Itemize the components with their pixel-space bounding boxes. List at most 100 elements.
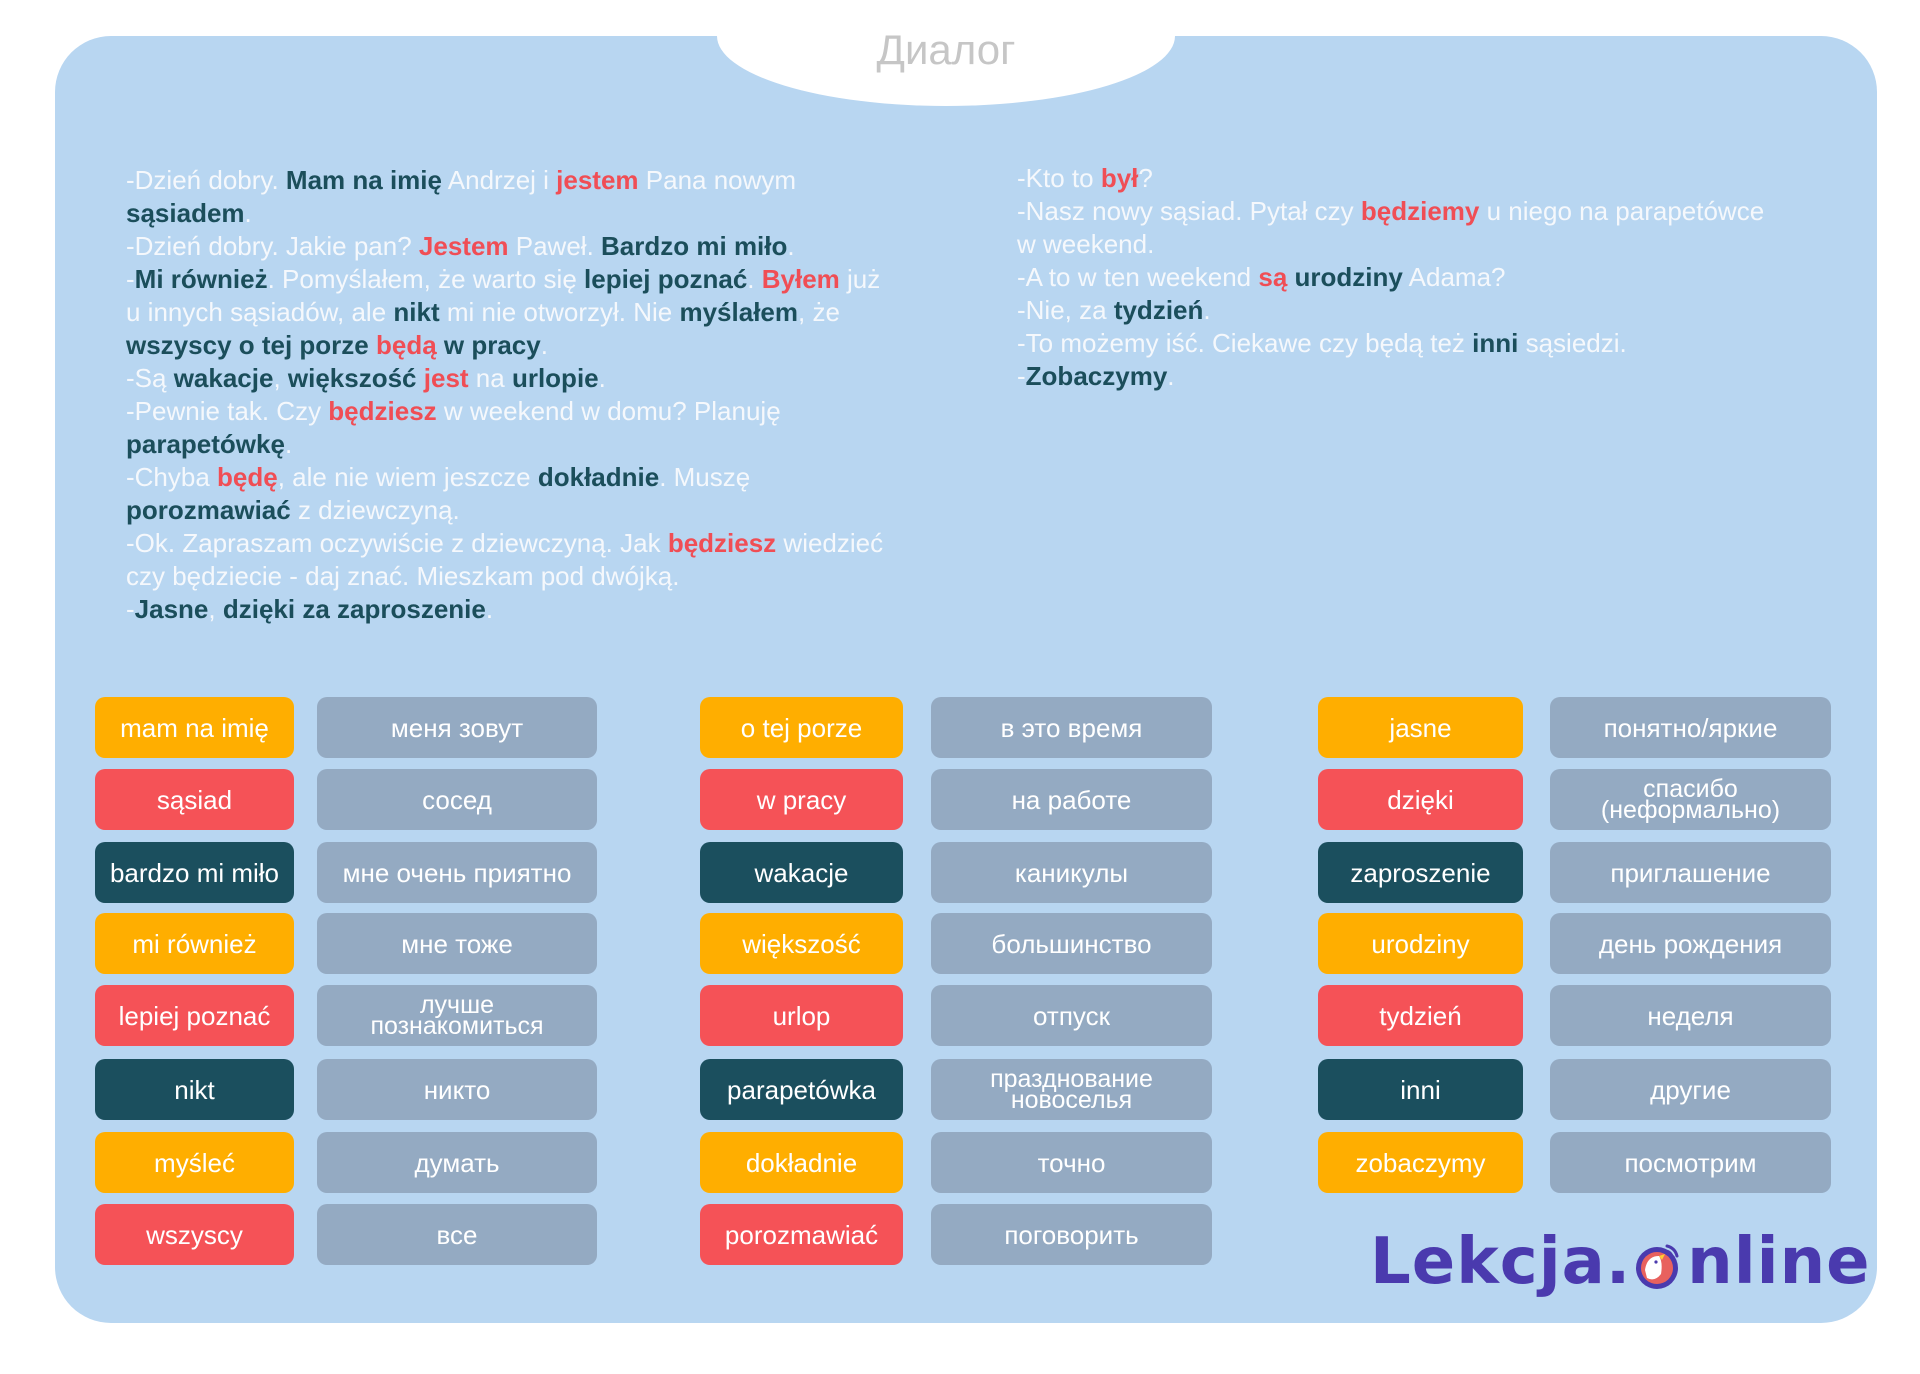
dialog-text: już (839, 264, 881, 294)
vocab-russian-translation: приглашение (1550, 842, 1831, 903)
vocab-russian-translation: большинство (931, 913, 1212, 974)
verb-highlight: będą (375, 330, 437, 360)
dialog-text: z dziewczyną. (290, 495, 460, 525)
vocab-highlight: wakacje (173, 363, 274, 393)
vocab-polish-term: mi również (95, 913, 294, 974)
vocab-russian-translation: посмотрим (1550, 1132, 1831, 1193)
dialog-text (417, 363, 424, 393)
dialog-text: . (244, 198, 252, 228)
dialog-text: Pana nowym (638, 165, 797, 195)
vocab-highlight: wszyscy o tej porze (126, 330, 376, 360)
vocab-highlight: Mam na imię (285, 165, 442, 195)
vocab-polish-term: urodziny (1318, 913, 1523, 974)
dialog-line: -Nie, za tydzień. (1017, 294, 1764, 327)
dialog-line: porozmawiać z dziewczyną. (126, 494, 883, 527)
vocab-polish-term: dzięki (1318, 769, 1523, 830)
dialog-text: - (126, 594, 135, 624)
dialog-text: . (787, 231, 795, 261)
vocab-highlight: Bardzo mi miło (601, 231, 788, 261)
dialog-line: -To możemy iść. Ciekawe czy będą też inn… (1017, 327, 1764, 360)
vocab-russian-translation: думать (317, 1132, 597, 1193)
vocab-highlight: parapetówkę (126, 429, 285, 459)
vocab-highlight: dokładnie (537, 462, 660, 492)
dialog-text: u niego na parapetówce (1479, 196, 1765, 226)
dialog-text: Andrzej i (441, 165, 557, 195)
dialog-text: . (540, 330, 548, 360)
vocab-polish-term: porozmawiać (700, 1204, 903, 1265)
vocab-polish-term: mam na imię (95, 697, 294, 758)
vocab-polish-term: w pracy (700, 769, 903, 830)
vocab-polish-term: urlop (700, 985, 903, 1046)
vocab-polish-term: wakacje (700, 842, 903, 903)
dialog-text: wiedzieć (776, 528, 884, 558)
dialog-text: -Chyba (126, 462, 218, 492)
parrot-radio-icon (1636, 1244, 1679, 1289)
vocab-russian-translation: другие (1550, 1059, 1831, 1120)
dialog-text: -Dzień dobry. Jakie pan? (126, 231, 419, 261)
vocab-russian-translation: празднование новоселья (931, 1059, 1212, 1120)
verb-highlight: był (1100, 163, 1139, 193)
dialog-text: . (1203, 295, 1211, 325)
verb-highlight: będziemy (1360, 196, 1480, 226)
vocab-highlight: większość (287, 363, 417, 393)
vocab-polish-term: wszyscy (95, 1204, 294, 1265)
vocab-highlight: Mi również (134, 264, 268, 294)
vocab-highlight: sąsiadem (126, 198, 245, 228)
vocab-polish-term: dokładnie (700, 1132, 903, 1193)
dialog-text: -To możemy iść. Ciekawe czy będą też (1017, 328, 1473, 358)
page-title: Диалог (876, 26, 1016, 73)
vocab-polish-term: jasne (1318, 697, 1523, 758)
dialog-line: -Zobaczymy. (1017, 360, 1764, 393)
vocab-russian-translation: все (317, 1204, 597, 1265)
dialog-text: . (1167, 361, 1175, 391)
vocab-highlight: lepiej poznać (584, 264, 748, 294)
dialog-line: czy będziecie - daj znać. Mieszkam pod d… (126, 560, 883, 593)
vocab-russian-translation: точно (931, 1132, 1212, 1193)
logo-text-prefix: Lekcja. (1370, 1225, 1632, 1299)
vocab-polish-term: bardzo mi miło (95, 842, 294, 903)
vocab-polish-term: zobaczymy (1318, 1132, 1523, 1193)
vocab-highlight: urlopie (511, 363, 599, 393)
vocab-highlight: w pracy (436, 330, 541, 360)
dialog-text: -Ok. Zapraszam oczywiście z dziewczyną. … (126, 528, 668, 558)
vocab-polish-term: zaproszenie (1318, 842, 1523, 903)
vocab-russian-translation: сосед (317, 769, 597, 830)
verb-highlight: jestem (556, 165, 639, 195)
dialog-line: -Pewnie tak. Czy będziesz w weekend w do… (126, 395, 883, 428)
vocab-russian-translation: никто (317, 1059, 597, 1120)
vocab-russian-translation: понятно/яркие (1550, 697, 1831, 758)
dialog-text: -A to w ten weekend (1017, 262, 1259, 292)
dialog-text: - (1017, 361, 1026, 391)
vocab-russian-translation: неделя (1550, 985, 1831, 1046)
vocab-polish-term: większość (700, 913, 903, 974)
dialog-line: u innych sąsiadów, ale nikt mi nie otwor… (126, 296, 883, 329)
dialog-text: -Nie, za (1017, 295, 1114, 325)
dialog-text: -Kto to (1017, 163, 1101, 193)
dialog-line: w weekend. (1017, 228, 1764, 261)
dialog-text: . Muszę (659, 462, 751, 492)
vocab-polish-term: sąsiad (95, 769, 294, 830)
verb-highlight: będziesz (667, 528, 777, 558)
vocab-highlight: nikt (393, 297, 440, 327)
vocab-highlight: tydzień (1113, 295, 1204, 325)
vocab-polish-term: nikt (95, 1059, 294, 1120)
dialog-text: . Pomyślałem, że warto się (267, 264, 585, 294)
dialog-text: na (468, 363, 512, 393)
dialog-text: -Pewnie tak. Czy (126, 396, 329, 426)
vocab-russian-translation: каникулы (931, 842, 1212, 903)
dialog-text: . (485, 594, 494, 624)
dialog-text: . (598, 363, 606, 393)
vocab-highlight: Zobaczymy (1025, 361, 1168, 391)
dialog-line: -A to w ten weekend są urodziny Adama? (1017, 261, 1764, 294)
dialog-text: . (747, 264, 762, 294)
vocab-russian-translation: мне тоже (317, 913, 597, 974)
dialog-line: sąsiadem. (126, 197, 883, 230)
dialog-text: -Dzień dobry. (126, 165, 286, 195)
dialog-text: -Nasz nowy sąsiad. Pytał czy (1017, 196, 1361, 226)
dialog-text: , że (798, 297, 840, 327)
dialog-text: , (273, 363, 288, 393)
dialog-line: -Jasne, dzięki za zaproszenie. (126, 593, 883, 626)
dialog-line: parapetówkę. (126, 428, 883, 461)
dialog-text-right: -Kto to był?-Nasz nowy sąsiad. Pytał czy… (1017, 162, 1764, 393)
verb-highlight: Jestem (418, 231, 509, 261)
